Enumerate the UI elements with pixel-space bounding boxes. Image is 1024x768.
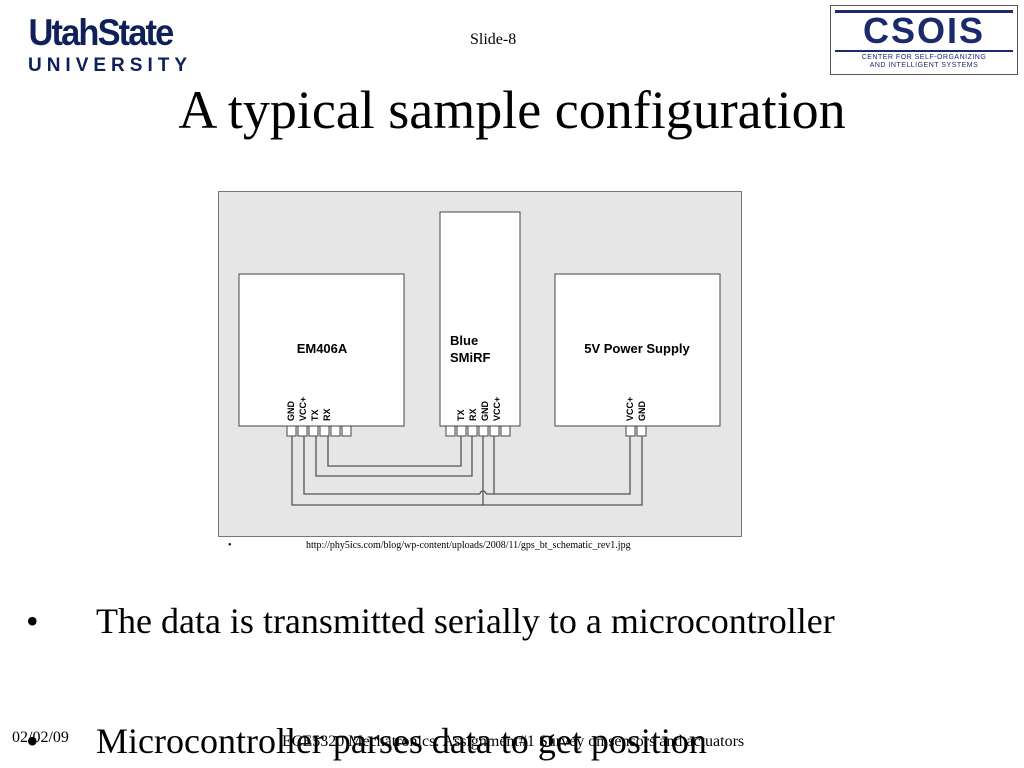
- smirf-connector: [445, 425, 511, 437]
- smirf-pin-tx: TX: [456, 409, 466, 421]
- usu-logo: UtahState UNIVERSITY: [14, 10, 200, 76]
- bullet-marker-2: •: [26, 721, 39, 761]
- csois-logo-divider: [835, 50, 1013, 52]
- usu-logo-wordmark: UtahState: [28, 12, 175, 53]
- em406a-pin-gnd: GND: [286, 401, 296, 422]
- em406a-module: [238, 273, 405, 427]
- blue-smirf-label-2: SMiRF: [450, 350, 491, 365]
- footer-course: ECE5320 Mechatronics. Assignment#1 Surve…: [282, 733, 745, 750]
- footer-date: 02/02/09: [12, 729, 69, 746]
- source-bullet: •: [228, 540, 232, 551]
- blue-smirf-label-1: Blue: [450, 333, 478, 348]
- csois-logo-bar: [835, 10, 1013, 13]
- smirf-pin-rx: RX: [468, 408, 478, 421]
- em406a-label: EM406A: [297, 341, 348, 356]
- csois-logo-subtitle-2: AND INTELLIGENT SYSTEMS: [869, 62, 979, 69]
- usu-logo-subtitle: UNIVERSITY: [27, 55, 193, 76]
- em406a-pin-tx: TX: [310, 409, 320, 421]
- slide-title: A typical sample configuration: [178, 80, 846, 140]
- power-supply-label: 5V Power Supply: [584, 341, 690, 356]
- em406a-connector: [286, 425, 352, 437]
- bullet-marker-1: •: [26, 601, 39, 641]
- smirf-pin-gnd: GND: [480, 401, 490, 422]
- power-pin-gnd: GND: [637, 401, 647, 422]
- bullet-text-1: The data is transmitted serially to a mi…: [96, 601, 835, 641]
- csois-logo-wordmark: CSOIS: [862, 10, 986, 51]
- source-url: http://phy5ics.com/blog/wp-content/uploa…: [306, 540, 631, 551]
- csois-logo: CSOIS CENTER FOR SELF-ORGANIZING AND INT…: [830, 5, 1018, 75]
- wiring: [291, 436, 643, 506]
- slide-number: Slide-8: [470, 31, 517, 48]
- smirf-pin-vcc: VCC+: [492, 397, 502, 421]
- power-supply-module: [554, 273, 721, 427]
- csois-logo-subtitle-1: CENTER FOR SELF-ORGANIZING: [861, 54, 987, 61]
- em406a-pin-rx: RX: [322, 408, 332, 421]
- power-pin-vcc: VCC+: [625, 397, 635, 421]
- gps-bluetooth-schematic: EM406A Blue SMiRF 5V Power Supply GND VC…: [218, 191, 742, 537]
- blue-smirf-module: [439, 211, 521, 427]
- em406a-pin-vcc: VCC+: [298, 397, 308, 421]
- bullet-text-2: Microcontroller parses data to get posit…: [96, 721, 707, 761]
